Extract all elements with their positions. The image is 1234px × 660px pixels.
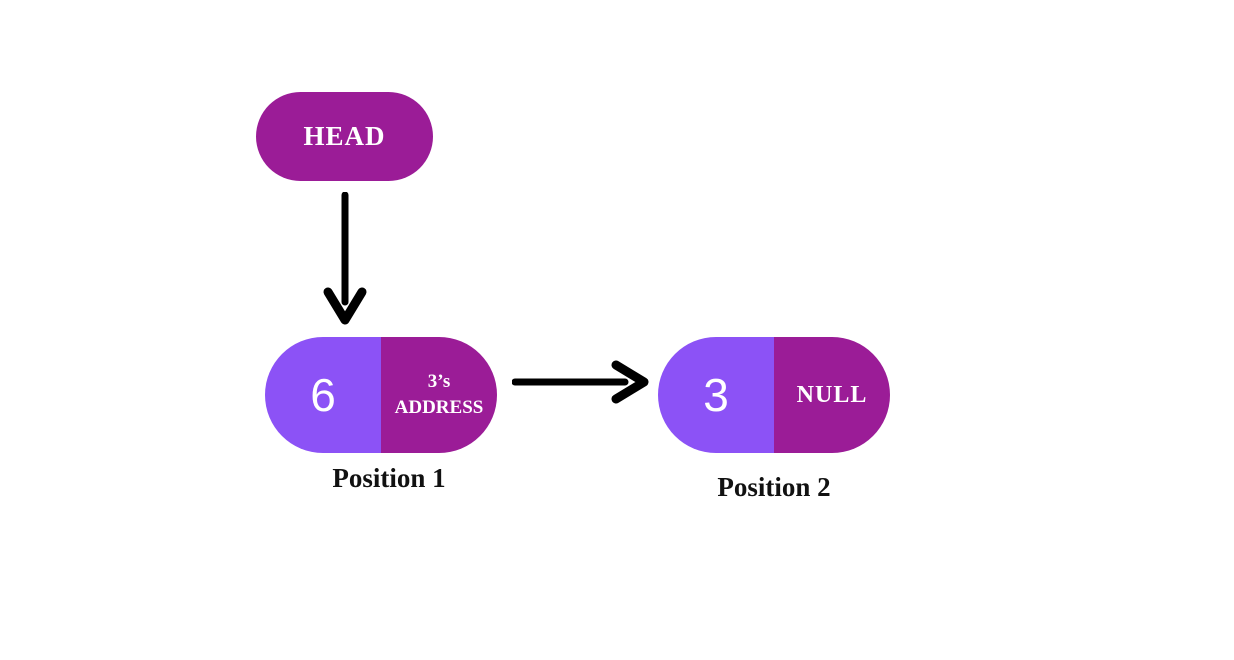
node2-value: 3 [703, 369, 729, 421]
node1-value: 6 [310, 369, 336, 421]
head-label: HEAD [303, 121, 386, 151]
node2-pointer-cell: NULL [774, 337, 890, 453]
head-node: HEAD [256, 92, 433, 181]
arrow-right-icon [512, 359, 654, 405]
node1-value-cell: 6 [265, 337, 381, 453]
node1-pointer: 3’s ADDRESS [394, 371, 484, 418]
node2-pointer: NULL [796, 381, 868, 408]
node-position-2: 3 NULL [658, 337, 890, 453]
position-1-label: Position 1 [332, 463, 446, 493]
arrow-down-icon [320, 192, 370, 328]
node2-value-cell: 3 [658, 337, 774, 453]
node-position-1: 6 3’s ADDRESS [265, 337, 497, 453]
node1-pointer-cell: 3’s ADDRESS [381, 337, 497, 453]
position-2-label: Position 2 [717, 472, 831, 502]
